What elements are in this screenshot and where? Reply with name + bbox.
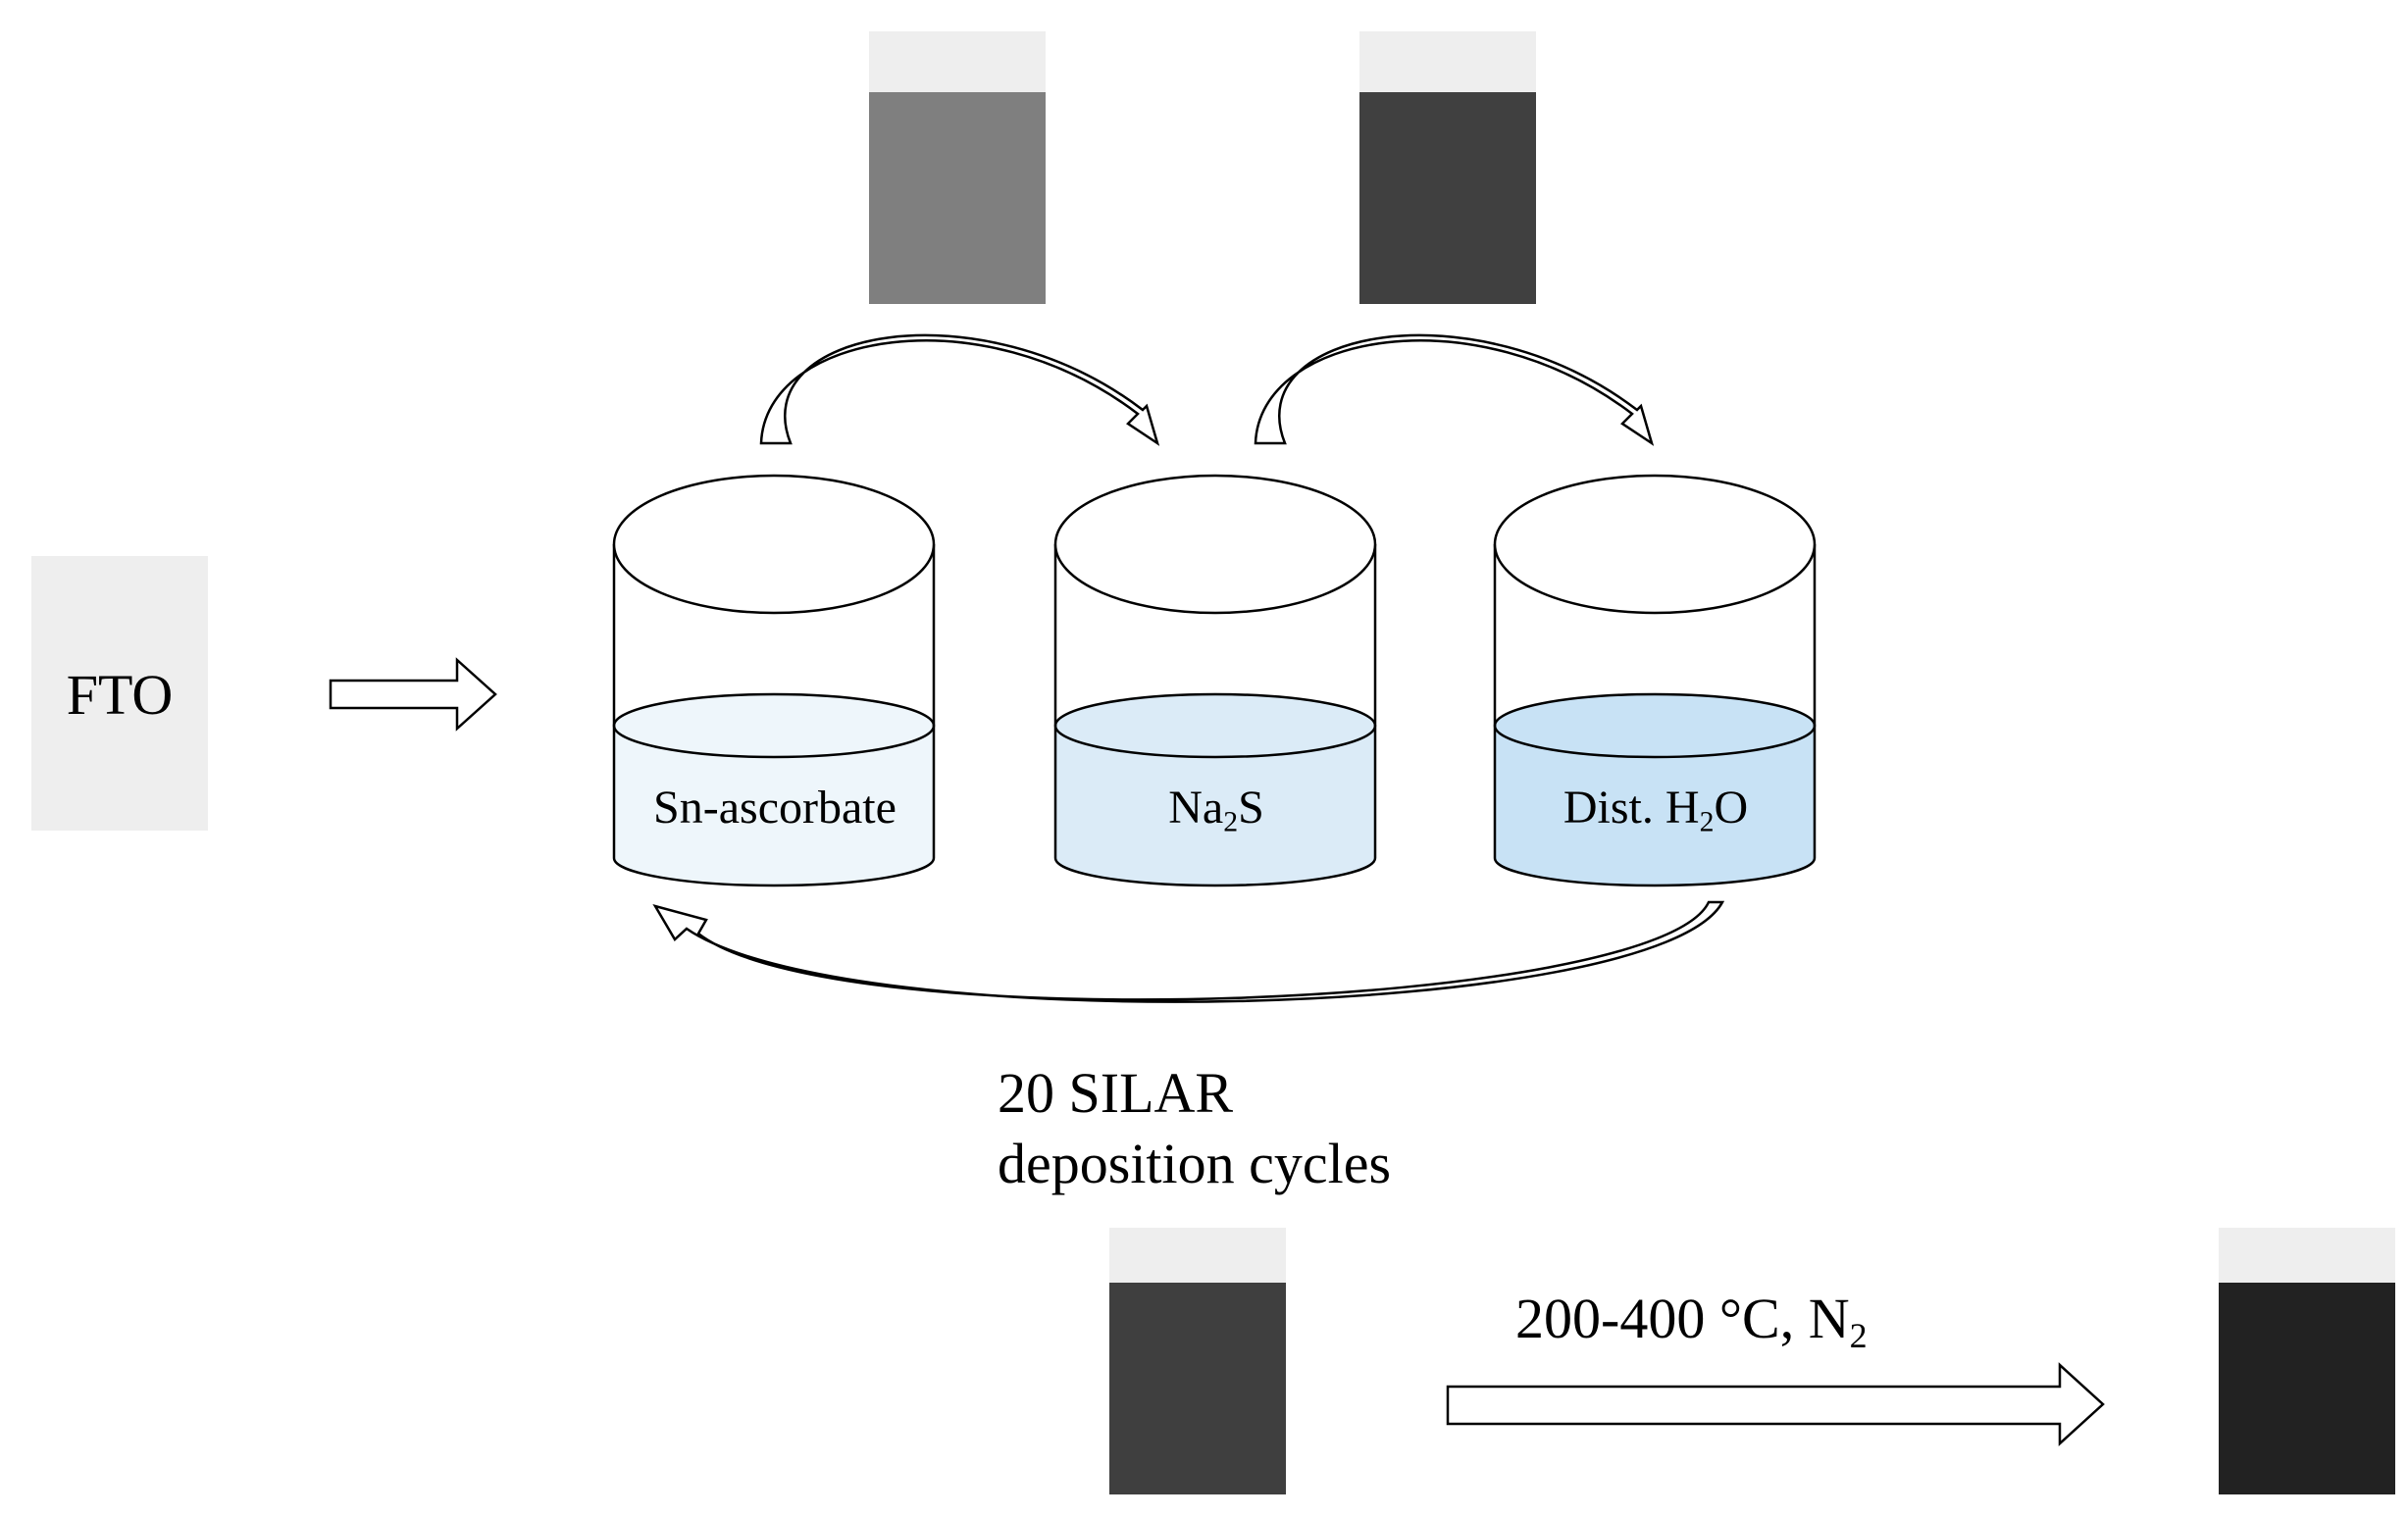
return-arrow-cycle: [652, 900, 1725, 1003]
slide-film-gray: [869, 92, 1046, 304]
beaker-label-distilled-water: Dist. H2O: [1563, 782, 1749, 838]
beaker-label-na2s: Na2S: [1168, 782, 1264, 838]
annealing-arrow: [1446, 1362, 2105, 1446]
slide-top-uncoated: [1109, 1228, 1286, 1283]
beaker-walls: [612, 544, 936, 887]
slide-film-dark: [1359, 92, 1536, 304]
slide-annealed: [2219, 1228, 2395, 1494]
arrow-fto-to-beaker: [329, 657, 497, 732]
slide-top-uncoated: [869, 31, 1046, 92]
beaker-walls: [1493, 544, 1817, 887]
slide-after-cycles: [1109, 1228, 1286, 1494]
beaker-rim: [612, 474, 936, 615]
fto-substrate: [31, 556, 208, 831]
beaker-na2s: [1053, 474, 1377, 887]
cycles-label-line1: 20 SILAR: [998, 1061, 1234, 1125]
slide-after-na2s-dip: [1359, 31, 1536, 304]
beaker-rim: [1053, 474, 1377, 615]
curved-arrow-beaker1-to-beaker2: [759, 333, 1160, 446]
slide-film-dark: [1109, 1283, 1286, 1494]
slide-top-uncoated: [2219, 1228, 2395, 1283]
slide-top-uncoated: [1359, 31, 1536, 92]
beaker-rim: [1493, 474, 1817, 615]
slide-after-sn-dip: [869, 31, 1046, 304]
annealing-condition-label: 200-400 °C, N2: [1515, 1287, 1868, 1356]
beaker-sn-ascorbate: [612, 474, 936, 887]
beaker-label-sn-ascorbate: Sn-ascorbate: [653, 782, 897, 834]
liquid-surface: [1053, 692, 1377, 759]
curved-arrow-beaker2-to-beaker3: [1254, 333, 1655, 446]
slide-film-black: [2219, 1283, 2395, 1494]
beaker-walls: [1053, 544, 1377, 887]
beaker-distilled-water: [1493, 474, 1817, 887]
liquid-surface: [612, 692, 936, 759]
liquid-surface: [1493, 692, 1817, 759]
cycles-label-line2: deposition cycles: [998, 1132, 1392, 1195]
fto-label: FTO: [66, 663, 174, 727]
